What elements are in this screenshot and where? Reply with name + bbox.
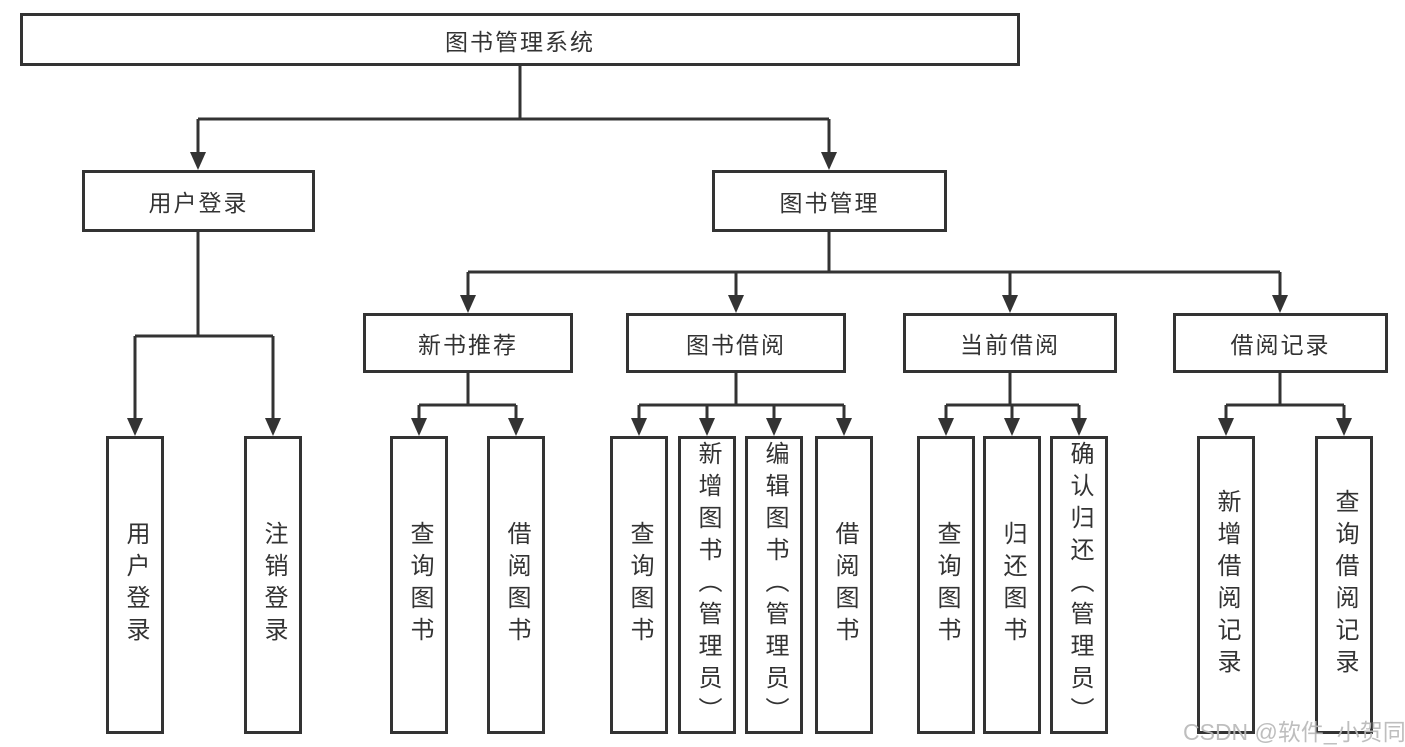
leaf-nb-borrow-books: 借阅图书 [487,436,545,734]
leaf-bb-edit-books-admin: 编辑图书（管理员） [745,436,803,734]
leaf-bb-borrow-books: 借阅图书 [815,436,873,734]
node-user-login: 用户登录 [82,170,315,232]
csdn-watermark: CSDN @软件_小贺同学 [1183,719,1405,745]
leaf-logout: 注销登录 [244,436,302,734]
connector-current-to-leaves [938,373,1087,436]
leaf-br-query-record: 查询借阅记录 [1315,436,1373,734]
node-book-management: 图书管理 [712,170,947,232]
leaf-cb-query-books: 查询图书 [917,436,975,734]
connector-borrowing-to-leaves [631,373,852,436]
node-borrowing-records: 借阅记录 [1173,313,1388,373]
leaf-bb-add-books-admin: 新增图书（管理员） [678,436,736,734]
connector-root-to-level2 [190,66,837,170]
node-current-borrowing: 当前借阅 [903,313,1117,373]
leaf-bb-query-books: 查询图书 [610,436,668,734]
connector-records-to-leaves [1218,373,1352,436]
connector-book-mgmt-to-level3 [460,232,1288,313]
connector-new-books-to-leaves [411,373,524,436]
leaf-br-add-record: 新增借阅记录 [1197,436,1255,734]
leaf-cb-return-books: 归还图书 [983,436,1041,734]
connector-user-login-to-leaves [127,232,281,436]
leaf-nb-query-books: 查询图书 [390,436,448,734]
node-book-borrowing: 图书借阅 [626,313,846,373]
node-root-system: 图书管理系统 [20,13,1020,66]
leaf-user-login: 用户登录 [106,436,164,734]
node-new-book-recommend: 新书推荐 [363,313,573,373]
leaf-cb-confirm-return-admin: 确认归还（管理员） [1050,436,1108,734]
